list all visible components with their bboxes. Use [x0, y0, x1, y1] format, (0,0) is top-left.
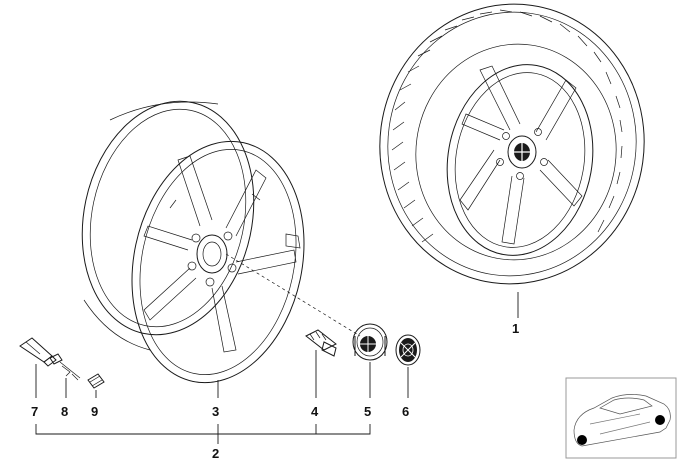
leader-lines	[35, 292, 519, 444]
tire-valve[interactable]	[19, 337, 57, 367]
callout-7[interactable]: 7	[31, 404, 38, 419]
callout-numbers: 1 2 3 4 5 6 7 8 9	[31, 321, 519, 461]
emblem[interactable]	[395, 334, 421, 366]
car-outline-icon	[573, 394, 671, 447]
rear-wheel-marker	[655, 415, 665, 425]
callout-8[interactable]: 8	[61, 404, 68, 419]
callout-2[interactable]: 2	[212, 446, 219, 461]
callout-6[interactable]: 6	[402, 404, 409, 419]
callout-4[interactable]: 4	[311, 404, 319, 419]
callout-3[interactable]: 3	[212, 404, 219, 419]
valve-insert[interactable]	[49, 353, 81, 381]
light-alloy-rim[interactable]	[61, 85, 361, 399]
wheel-bolt[interactable]	[305, 329, 337, 357]
valve-cap[interactable]	[87, 373, 105, 389]
callout-5[interactable]: 5	[364, 404, 371, 419]
front-wheel-marker	[577, 435, 587, 445]
vehicle-thumbnail[interactable]	[565, 377, 677, 459]
hub-cap[interactable]	[352, 323, 388, 361]
callout-1[interactable]: 1	[512, 321, 519, 336]
callout-9[interactable]: 9	[91, 404, 98, 419]
complete-wheel-with-tire[interactable]	[362, 0, 662, 301]
